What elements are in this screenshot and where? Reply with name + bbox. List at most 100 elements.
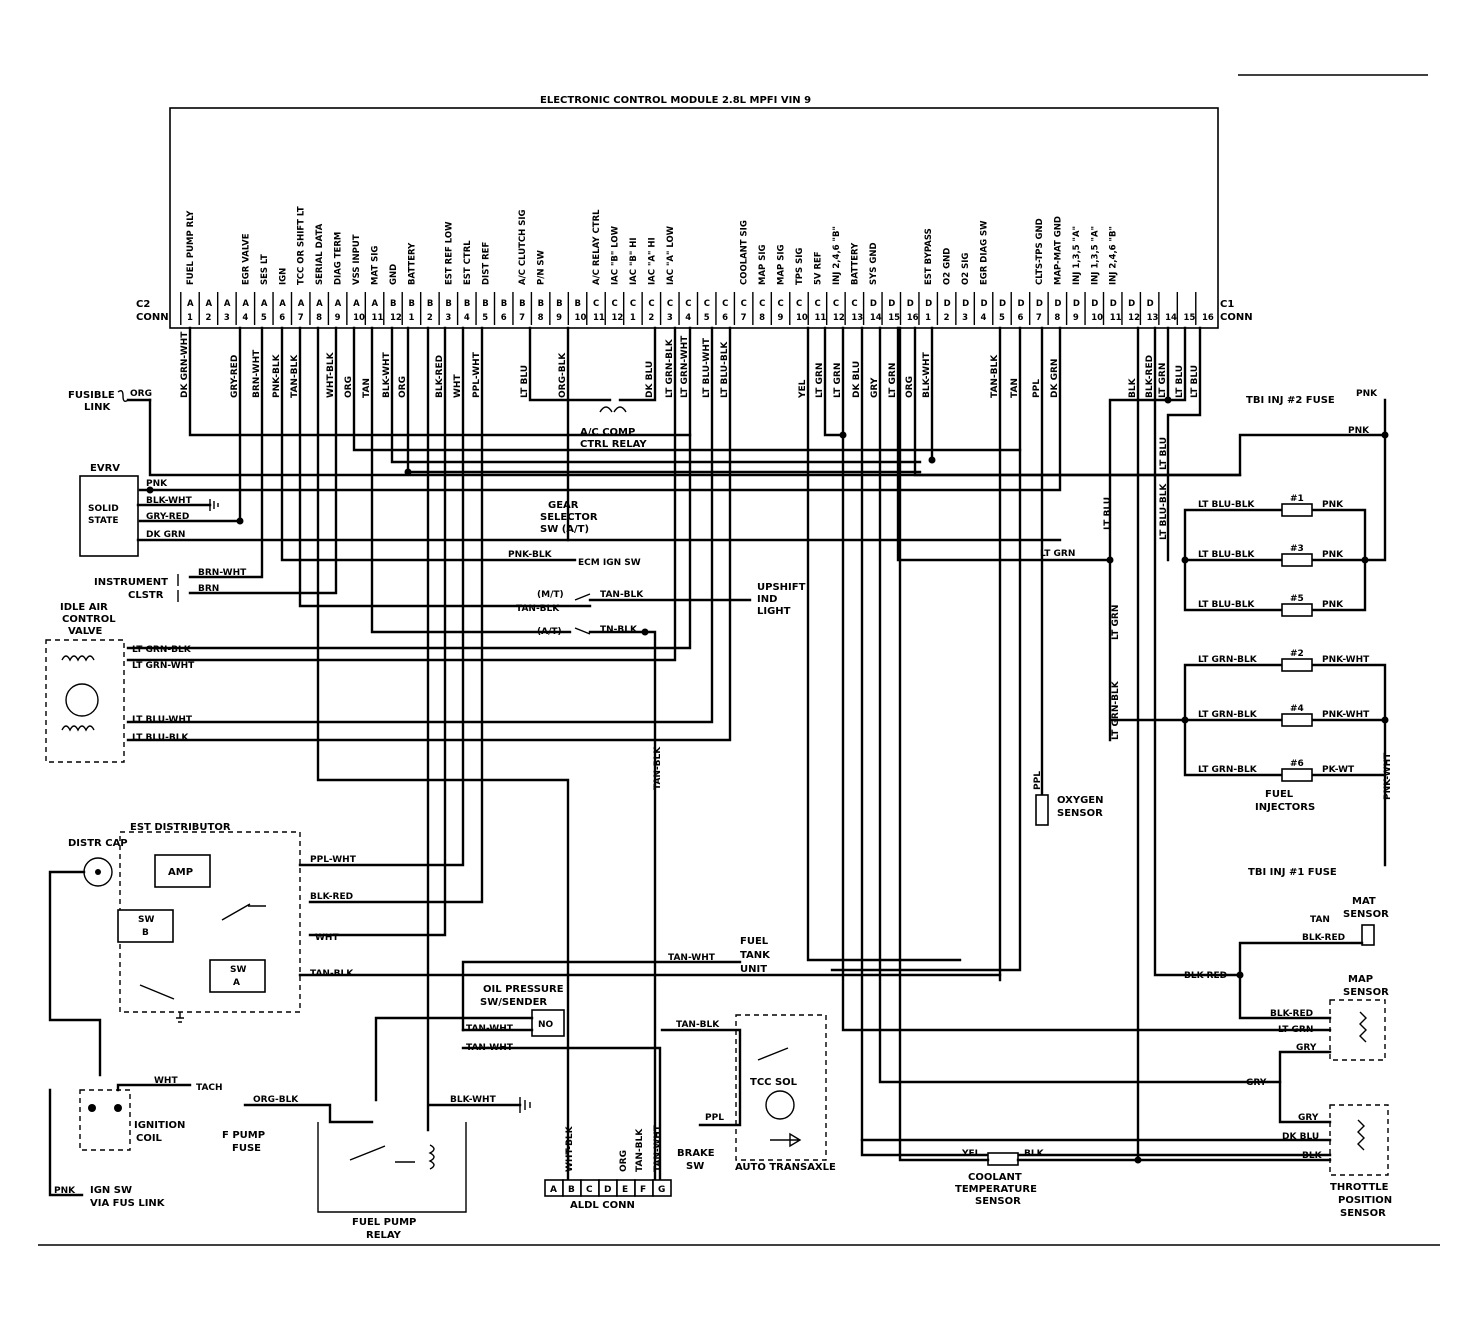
- ecm-function-label: EGR VALVE: [241, 233, 251, 285]
- ecm-pin-letter: D: [1091, 299, 1098, 309]
- ecm-pin-letter: C: [741, 299, 747, 309]
- ecm-pin-number: 10: [353, 313, 365, 323]
- instrument-1: INSTRUMENT: [94, 577, 168, 588]
- junction-dot: [1164, 396, 1172, 404]
- oil-2: SW/SENDER: [480, 997, 547, 1008]
- wire-label: PPL-WHT: [472, 351, 482, 398]
- ecm-pin-letter: A: [187, 299, 194, 309]
- c2-label-2: CONN: [136, 312, 169, 323]
- ecm-pin-number: 8: [538, 313, 544, 323]
- ecm-function-label: SYS GND: [869, 242, 879, 285]
- fp-ground-icon: [519, 1097, 531, 1113]
- injector-number: #6: [1290, 759, 1304, 769]
- ecm-pin-letter: D: [870, 299, 877, 309]
- injector-right-wire: PNK-WHT: [1322, 655, 1370, 665]
- upshift-3: LIGHT: [757, 606, 791, 617]
- map-resistor: [1359, 1011, 1367, 1043]
- throttle-position-sensor: GRY DK BLU BLK THROTTLE POSITION SENSOR: [860, 1104, 1392, 1219]
- tps-blk: BLK: [1302, 1151, 1323, 1161]
- tps-3: SENSOR: [1340, 1208, 1386, 1219]
- ecm-function-label: O2 GND: [943, 248, 953, 285]
- ecm-pin-letter: C: [759, 299, 765, 309]
- tps-resistor: [1357, 1119, 1365, 1151]
- mat-body: [1361, 924, 1375, 946]
- wire-label: PNK-WHT: [1383, 752, 1393, 800]
- ecm-function-label: MAP-MAT GND: [1053, 216, 1063, 285]
- iac-coil-b: [61, 725, 95, 732]
- fuel-pump-relay: ORG-BLK F PUMP FUSE FUEL PUMP RELAY BLK-…: [222, 1095, 531, 1241]
- ecm-pin-number: 7: [519, 313, 525, 323]
- fp-blk-wht: BLK-WHT: [450, 1095, 497, 1105]
- ecm-function-label: MAP SIG: [758, 244, 768, 285]
- fp-relay-box: [317, 1122, 467, 1213]
- ecm-pin-letter: C: [833, 299, 839, 309]
- ecm-pin-number: 15: [888, 313, 900, 323]
- upshift-light: (M/T) TAN-BLK TAN-BLK (A/T) TN-BLK UPSHI…: [516, 582, 806, 1182]
- injector-number: #2: [1290, 649, 1304, 659]
- fuel-tank-3: UNIT: [740, 964, 767, 975]
- ac-relay-label-2: CTRL RELAY: [580, 439, 647, 450]
- ecm-function-label: IGN: [278, 268, 288, 285]
- trans-tan-blk: TAN-BLK: [676, 1020, 720, 1030]
- mat-wires: [1238, 941, 1364, 1020]
- ecm-pin-number: 2: [944, 313, 950, 323]
- ecm-function-label: TCC OR SHIFT LT: [297, 206, 307, 285]
- ecm-pin-number: 7: [298, 313, 304, 323]
- wire-label: LT BLU-BLK: [720, 341, 730, 398]
- ecm-pin-letter: C: [814, 299, 820, 309]
- ecm-pin-letter: C: [722, 299, 728, 309]
- ecm-pin-letter: C: [704, 299, 710, 309]
- ecm-pin-letter: C: [593, 299, 599, 309]
- aldl-pin-label: A: [550, 1185, 557, 1195]
- sw-b-2: B: [142, 928, 149, 938]
- ecm-pin-letter: B: [482, 299, 488, 309]
- transaxle-label: AUTO TRANSAXLE: [735, 1162, 836, 1173]
- wire-label: BLK-RED: [435, 355, 445, 398]
- injector-right-wire: PNK-WHT: [1322, 710, 1370, 720]
- ppl-wht-label: PPL-WHT: [310, 855, 357, 865]
- ecm-pin-number: 1: [630, 313, 636, 323]
- ecm-pin-letter: C: [667, 299, 673, 309]
- o2-1: OXYGEN: [1057, 795, 1104, 806]
- ecm-pin-number: 3: [667, 313, 673, 323]
- sw-b-box: [117, 909, 174, 943]
- aldl-pin-label: D: [604, 1185, 611, 1195]
- junction-dot: [928, 456, 936, 464]
- junction-dot: [1106, 556, 1114, 564]
- ecm-function-label: SES LT: [260, 254, 270, 285]
- ecm-pin-number: 5: [261, 313, 267, 323]
- ecm-pin-number: 11: [372, 313, 384, 323]
- ecm-pin-number: 10: [575, 313, 587, 323]
- wire-label: ORG: [344, 376, 354, 398]
- at-label: (A/T): [537, 627, 562, 637]
- ecm-pin-letter: C: [685, 299, 691, 309]
- aldl-tan-blk: TAN-BLK: [635, 1128, 645, 1172]
- wire-lt-blu-2: [1108, 326, 1187, 742]
- gear-selector-2: SELECTOR: [540, 512, 598, 523]
- ecm-pin-letter: D: [944, 299, 951, 309]
- wire-label: BLK-RED: [1145, 355, 1155, 398]
- solid-state-2: STATE: [88, 516, 118, 526]
- ecm-pin-number: 9: [556, 313, 562, 323]
- ecm-function-label: IAC "A" LOW: [666, 225, 676, 285]
- ecm-pin-number: 15: [1184, 313, 1196, 323]
- ecm-pin-letter: A: [279, 299, 286, 309]
- oxygen-sensor: PPL OXYGEN SENSOR: [1033, 771, 1104, 826]
- coolant-3: SENSOR: [975, 1196, 1021, 1207]
- ecm-function-label: BATTERY: [407, 242, 417, 285]
- ecm-pin-letter: D: [907, 299, 914, 309]
- ecm-pin-letter: D: [1017, 299, 1024, 309]
- ignition-coil: IGNITION COIL WHT TACH PNK IGN SW VIA FU…: [48, 1076, 223, 1209]
- wire-label: LT BLU: [1175, 365, 1185, 398]
- mt-label: (M/T): [537, 590, 564, 600]
- ecm-pin-letter: D: [1128, 299, 1135, 309]
- wire-label: LT GRN: [833, 363, 843, 398]
- tan-blk-upshift: TAN-BLK: [600, 590, 644, 600]
- fuel-inj-1: FUEL: [1265, 789, 1294, 800]
- ecm-pin-number: 8: [759, 313, 765, 323]
- junction-dot: [839, 431, 847, 439]
- o2-sensor-body: [1035, 794, 1049, 826]
- ecm-pin-number: 7: [741, 313, 747, 323]
- ecm-function-label: DIAG TERM: [334, 232, 344, 285]
